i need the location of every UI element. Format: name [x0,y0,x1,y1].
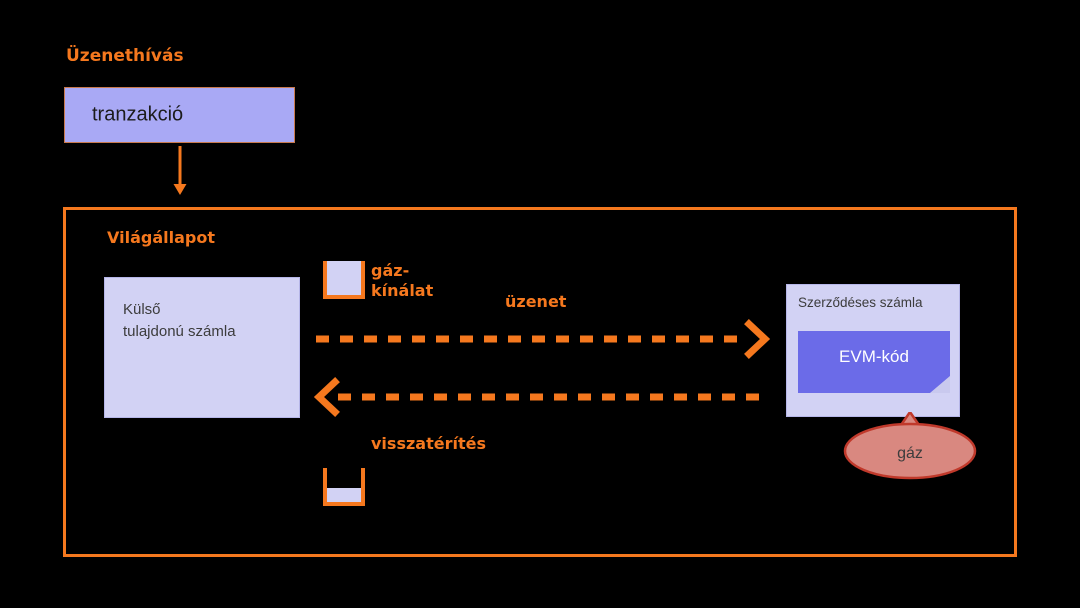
gas-callout: gáz [843,410,977,480]
evm-code-shape [798,331,950,393]
refund-fill [327,487,361,502]
refund-label: visszatérítés [371,434,486,453]
external-owned-account-label: Külső tulajdonú számla [123,301,236,340]
gas-supply-fill [327,261,361,295]
evm-code-label: EVM-kód [839,347,909,366]
gas-supply-label: gáz- kínálat [371,261,434,300]
contract-account-label: Szerződéses számla [798,295,923,310]
refund-beaker-icon [323,468,365,506]
message-call-title: Üzenethívás [66,46,184,66]
down-arrow-icon [173,146,187,195]
world-state-container [63,207,1017,557]
message-arrow-label: üzenet [505,292,567,311]
dashed-left-arrow-icon [313,377,768,417]
dashed-right-arrow-icon [316,319,771,359]
evm-code-box: EVM-kód [798,331,950,393]
world-state-title: Világállapot [107,228,215,247]
external-owned-account-box: Külső tulajdonú számla [104,277,300,418]
gas-supply-beaker-icon [323,261,365,299]
callout-ellipse-icon [843,410,977,480]
transaction-box: tranzakció [64,87,295,143]
transaction-label: tranzakció [92,103,184,126]
